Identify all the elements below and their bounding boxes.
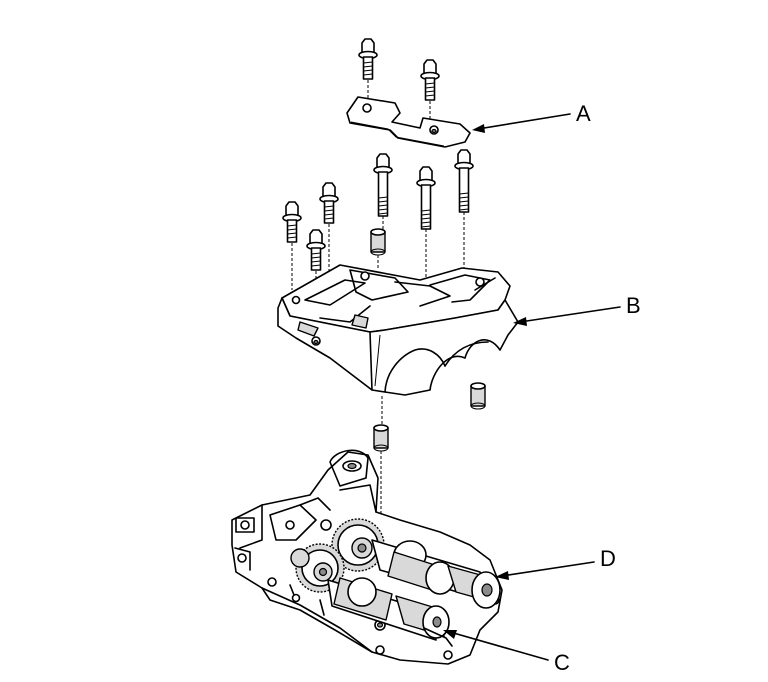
callout-b: B [513,293,641,326]
dowel-pin-side [470,382,486,410]
callout-label-c: C [554,650,570,675]
part-d-rear-balancer-shaft [371,539,501,609]
part-b-upper-housing [277,264,519,396]
callout-label-b: B [626,293,641,318]
callout-label-d: D [600,546,616,571]
callout-label-a: A [576,101,591,126]
callout-d: D [495,546,616,580]
callout-c: C [443,630,570,675]
balancer-gears [290,518,385,593]
callout-a: A [472,101,591,133]
part-a-plate [346,96,471,148]
part-c-front-balancer-shaft [327,577,453,647]
dowel-pin-upper [370,228,386,270]
